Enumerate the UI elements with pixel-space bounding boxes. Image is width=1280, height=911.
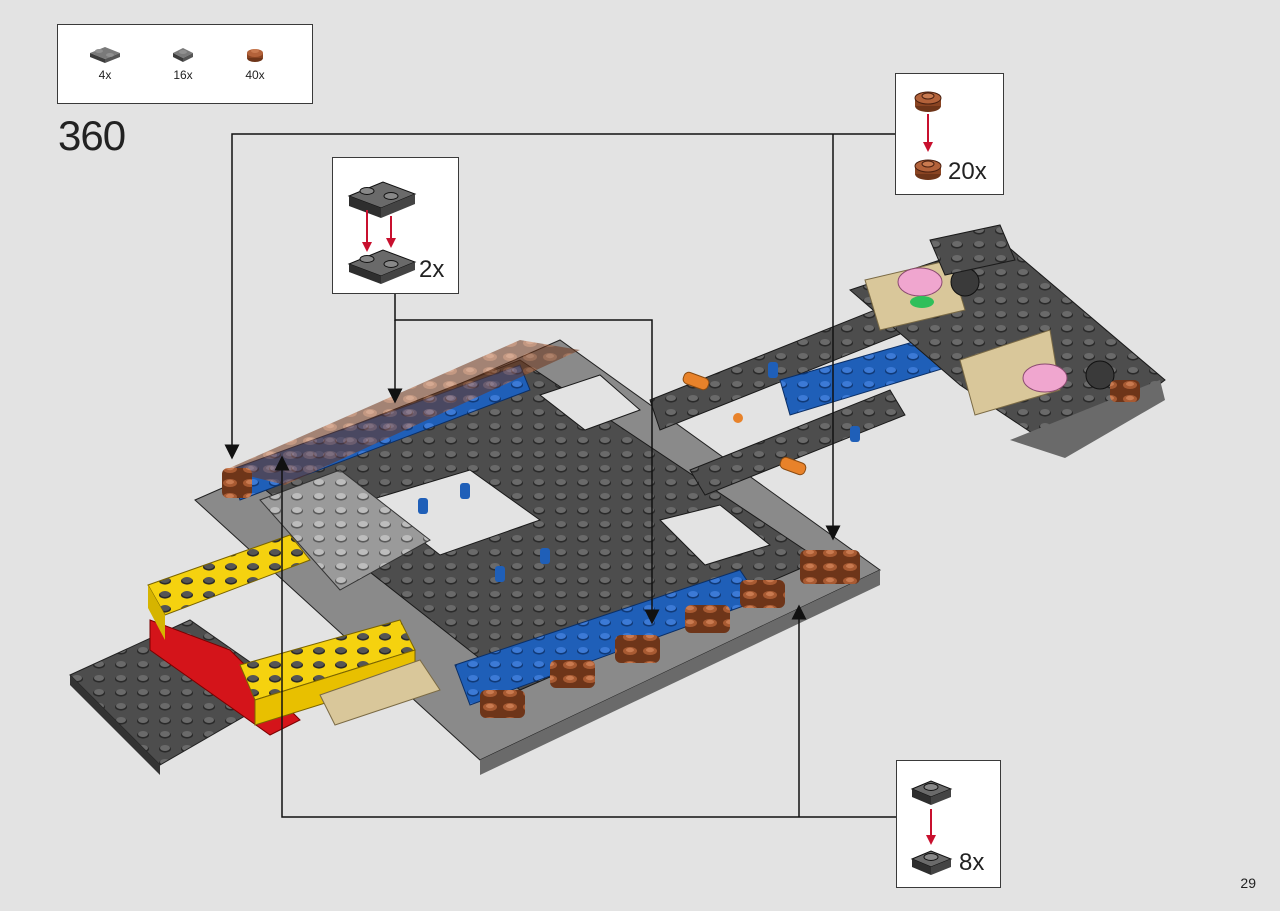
part-quantity: 40x	[245, 68, 265, 82]
leader-to-front-beam	[394, 294, 660, 625]
orange-pins	[682, 371, 807, 476]
brown-round-plate-stacks	[222, 340, 1140, 718]
blue-pins	[418, 362, 860, 582]
parts-list-item: 4x	[80, 43, 130, 82]
callout-round-plate-stack: 20x	[895, 73, 1004, 195]
dark-gray-plate-1x1-icon	[173, 48, 193, 62]
plate-1x1-stack-icon	[910, 780, 953, 875]
callout-plate-1x1-stack: 8x	[896, 760, 1001, 888]
parts-list-item: 16x	[158, 43, 208, 82]
dark-gray-plate-1x2-icon	[90, 47, 120, 63]
callout-plate-1x2-stack: 2x	[332, 157, 459, 294]
page-number: 29	[1240, 875, 1256, 891]
step-number: 360	[58, 112, 126, 159]
callout-quantity: 8x	[959, 849, 985, 876]
plate-1x2-stack-icon	[347, 181, 417, 284]
light-gray-section	[259, 469, 431, 591]
tan-brick	[319, 659, 441, 726]
parts-list-item: 40x	[230, 43, 280, 82]
leader-to-left-stack	[224, 133, 895, 460]
right-gearbox-assembly	[849, 224, 1166, 458]
callout-quantity: 2x	[419, 256, 445, 283]
yellow-beam-upper	[147, 534, 311, 640]
parts-list-box: 4x 16x 40x	[57, 24, 313, 104]
callout-leader-lines	[224, 133, 896, 818]
leader-to-left-plate	[274, 455, 896, 818]
round-plate-stack-icon	[914, 91, 942, 180]
callout-quantity: 20x	[948, 158, 987, 185]
part-quantity: 4x	[98, 68, 112, 82]
part-quantity: 16x	[173, 68, 193, 82]
brown-round-plate-1x1-icon	[247, 49, 263, 62]
